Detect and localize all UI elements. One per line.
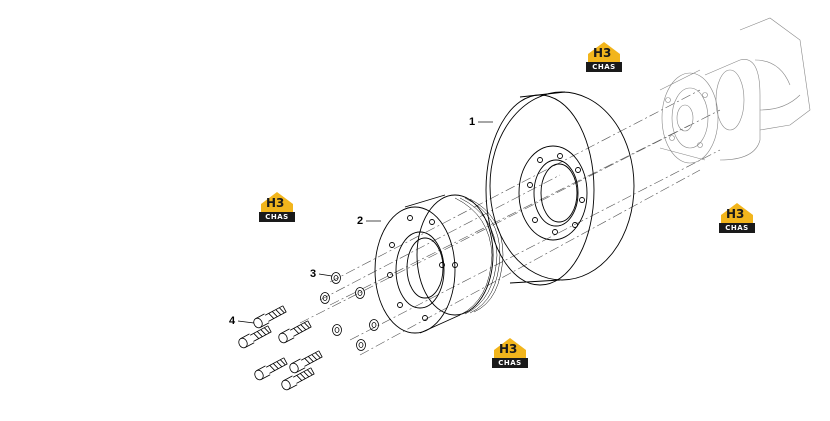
damper-disc xyxy=(485,91,635,286)
alignment-lines xyxy=(299,89,721,356)
bolts xyxy=(238,305,323,391)
watermark-logo: H3 CHAS xyxy=(259,190,295,224)
watermark-logo: H3 CHAS xyxy=(719,201,755,235)
leader-lines xyxy=(237,121,493,324)
callout-2: 2 xyxy=(357,215,364,227)
watermark-logo: H3 CHAS xyxy=(586,40,622,74)
drive-shaft-assembly xyxy=(659,17,811,164)
washers xyxy=(320,272,379,351)
watermark-logo: H3 CHAS xyxy=(492,336,528,370)
callout-4: 4 xyxy=(229,315,236,327)
callout-1: 1 xyxy=(469,116,476,128)
callout-3: 3 xyxy=(310,268,317,280)
pulley xyxy=(374,194,504,334)
